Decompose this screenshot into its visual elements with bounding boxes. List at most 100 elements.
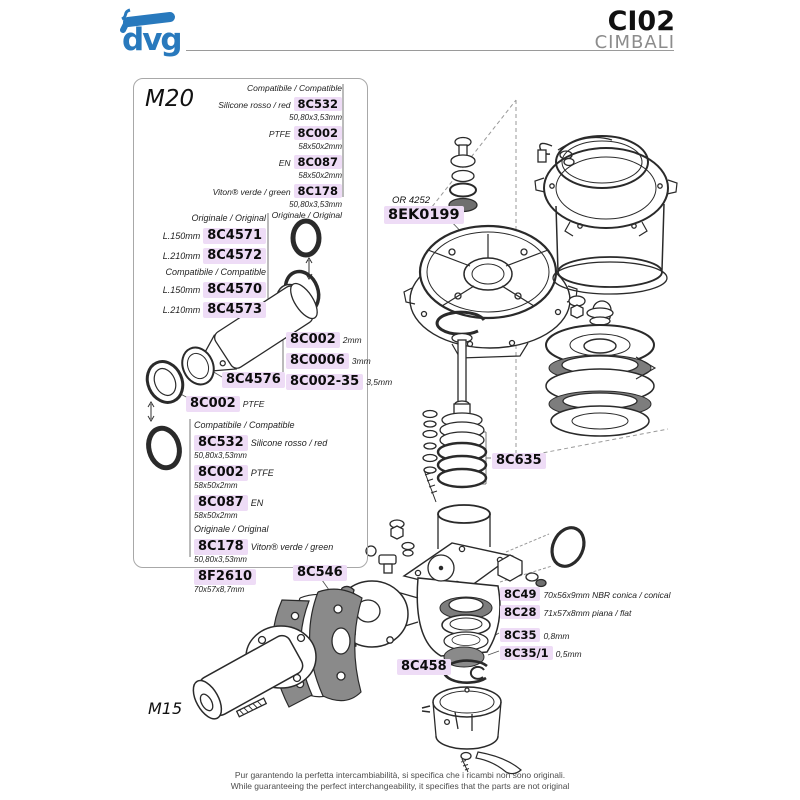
piston-seals: [545, 307, 657, 437]
m20-parts-box: [133, 78, 368, 568]
m20-injector: [145, 218, 322, 471]
part-size: 3mm: [351, 356, 371, 366]
part-desc: L.210mm: [162, 305, 201, 315]
part-size: 3,5mm: [366, 377, 393, 387]
part-desc: L.210mm: [162, 251, 201, 261]
valve-stack: [448, 136, 478, 213]
part-code-badge: 8C002-35: [286, 374, 364, 390]
part-size: 50,80x3,53mm: [194, 451, 247, 460]
part-code-badge: 8EK0199: [384, 206, 464, 224]
seal-table-top: Compatibile / Compatible Silicone rosso …: [185, 83, 342, 221]
part-code-badge: 8C635: [492, 453, 546, 469]
disclaimer-it: Pur garantendo la perfetta intercambiabi…: [234, 770, 566, 780]
part-code-badge: 8C532: [194, 435, 248, 451]
part-row: 8F2610: [194, 567, 364, 585]
part-code-badge: 8C002: [293, 126, 342, 140]
compat-header: Compatibile / Compatible: [247, 83, 342, 93]
part-code-badge: 8C546: [293, 565, 347, 581]
m15-label: M15: [148, 699, 183, 718]
part-size: 58x50x2mm: [194, 511, 238, 520]
part-size: 58x50x2mm: [298, 142, 342, 151]
brand-name: CIMBALI: [594, 32, 675, 53]
compat-header: Compatibile / Compatible: [165, 267, 266, 277]
part-code-badge: 8C532: [293, 97, 342, 111]
part-code-badge: 8C28: [500, 605, 541, 619]
part-size: 50,80x3,53mm: [289, 113, 342, 122]
bellows-label: 8C635: [492, 451, 546, 469]
part-code-badge: 8C002: [286, 332, 340, 348]
part-size: 2mm: [342, 335, 362, 345]
part-desc: L.150mm: [162, 231, 201, 241]
part-desc: PTFE: [242, 399, 265, 409]
part-code-badge: 8C087: [194, 495, 248, 511]
or-ring-label: OR 4252 8EK0199: [384, 195, 464, 224]
dvg-logo-icon: [120, 8, 175, 33]
part-desc: L.150mm: [162, 285, 201, 295]
part-desc: 0,5mm: [555, 649, 582, 659]
part-code-badge: 8C4570: [203, 282, 266, 298]
part-code-badge: 8C178: [194, 539, 248, 555]
part-size: 58x50x2mm: [194, 481, 238, 490]
m20-label: M20: [145, 86, 195, 112]
part-code-badge: 8C4572: [203, 248, 266, 264]
or-note: OR 4252: [392, 195, 431, 206]
logo-text: dvg: [122, 22, 183, 58]
disclaimer-en: While guaranteeing the perfect interchan…: [230, 780, 570, 791]
part-code-badge: 8C4576: [222, 372, 285, 388]
header-divider: [186, 50, 674, 51]
part-code-badge: 8C35/1: [500, 646, 553, 660]
part-code-badge: 8C002: [186, 396, 240, 412]
ring-label: 8C4576: [222, 370, 285, 388]
part-desc: EN: [250, 498, 264, 508]
orig-header: Originale / Original: [194, 524, 269, 534]
part-code-badge: 8C087: [293, 155, 342, 169]
part-desc: Silicone rosso / red: [218, 100, 291, 110]
part-desc: Viton® verde / green: [212, 187, 291, 197]
bracket-lines: [189, 84, 491, 557]
part-size: 50,80x3,53mm: [194, 555, 247, 564]
gasket-plate-label: 8C546: [293, 563, 347, 581]
m15-assembly: [192, 588, 363, 720]
part-desc: 0,8mm: [543, 631, 570, 641]
part-size: 70x57x8,7mm: [194, 585, 245, 594]
compat-header: Compatibile / Compatible: [194, 420, 295, 430]
bellows-stack: [422, 332, 488, 503]
product-code: CI02: [607, 6, 675, 37]
part-desc: Viton® verde / green: [250, 542, 334, 552]
part-code-badge: 8C4573: [203, 302, 266, 318]
dvg-logo: dvg: [104, 6, 194, 58]
orig-header: Originale / Original: [271, 210, 342, 220]
part-code-badge: 8C002: [194, 465, 248, 481]
part-code-badge: 8C4571: [203, 228, 266, 244]
part-size: 50,80x3,53mm: [289, 200, 342, 209]
orig-header: Originale / Original: [191, 213, 266, 223]
part-desc: PTFE: [250, 468, 274, 478]
part-desc: EN: [278, 158, 291, 168]
part-code-badge: 8C35: [500, 628, 541, 642]
part-code-badge: 8C0006: [286, 353, 349, 369]
footer-disclaimer: Pur garantendo la perfetta intercambiabi…: [0, 770, 800, 791]
part-desc: PTFE: [268, 129, 291, 139]
